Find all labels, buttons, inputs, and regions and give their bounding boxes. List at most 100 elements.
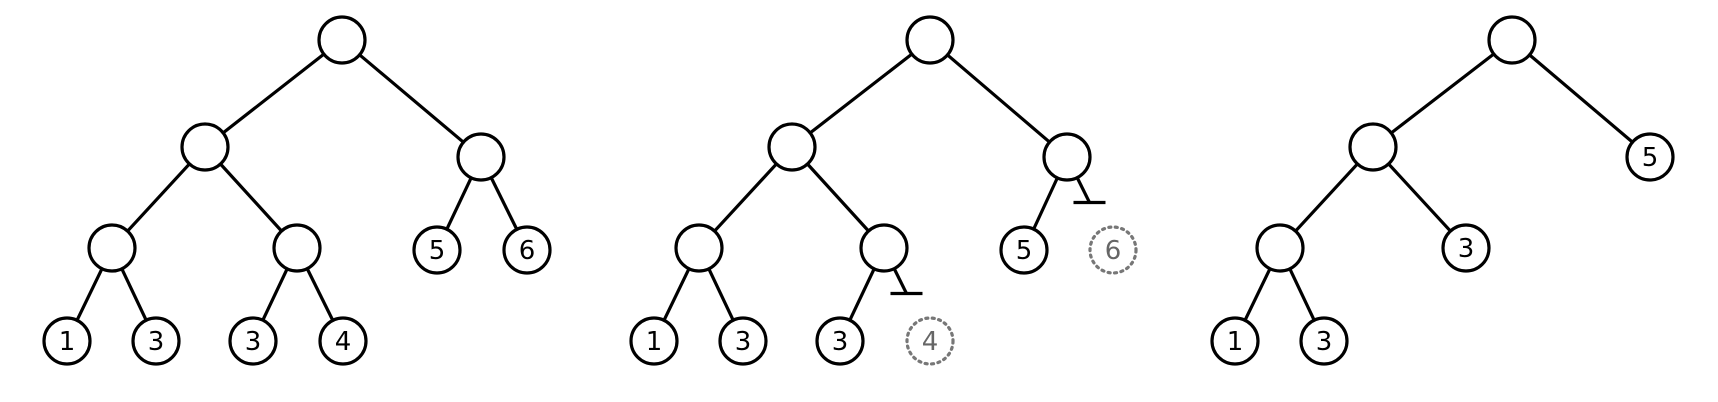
node-circle	[1299, 316, 1349, 366]
leaf-node: 1	[1210, 316, 1260, 366]
edge-r-b	[946, 53, 1051, 144]
internal-node	[180, 122, 230, 172]
edge-a-d	[1387, 162, 1452, 233]
internal-node	[767, 122, 817, 172]
edge-c-g	[662, 268, 691, 321]
edge-d-j	[305, 267, 335, 322]
node-circle	[1348, 122, 1398, 172]
node-circle	[228, 316, 278, 366]
node-circle	[412, 225, 462, 275]
node-label: 3	[1458, 234, 1475, 264]
edge-r-b	[1528, 53, 1634, 144]
edge-a-c	[1294, 162, 1359, 233]
leaf-node: 3	[131, 316, 181, 366]
leaf-node: 6	[502, 225, 552, 275]
leaf-node: 3	[228, 316, 278, 366]
internal-node	[317, 15, 367, 65]
node-label: 3	[245, 327, 262, 357]
edge-a-c	[126, 162, 191, 233]
internal-node	[905, 15, 955, 65]
node-circle	[815, 316, 865, 366]
node-circle	[629, 316, 679, 366]
node-label: 1	[1227, 327, 1244, 357]
node-label: 5	[1642, 143, 1659, 173]
node-label: 4	[922, 327, 939, 357]
leaf-node: 5	[412, 225, 462, 275]
node-circle	[1042, 132, 1092, 182]
internal-node	[456, 132, 506, 182]
node-circle	[502, 225, 552, 275]
node-circle	[1487, 15, 1537, 65]
edge-c-h	[707, 268, 735, 321]
edge-r-b	[358, 53, 465, 144]
node-circle	[999, 225, 1049, 275]
edge-b-f	[489, 176, 519, 231]
node-circle	[318, 316, 368, 366]
node-circle	[272, 223, 322, 273]
leaf-node: 1	[42, 316, 92, 366]
node-label: 3	[735, 327, 752, 357]
tree-pruned: 5 3 1 3	[1210, 15, 1675, 366]
leaf-node: 3	[1299, 316, 1349, 366]
leaf-node: 4	[905, 316, 955, 366]
leaf-node: 1	[629, 316, 679, 366]
leaf-node: 6	[1088, 225, 1138, 275]
edge-a-c	[713, 162, 778, 233]
node-label: 5	[1016, 236, 1033, 266]
node-circle	[180, 122, 230, 172]
node-label: 3	[148, 327, 165, 357]
edge-r-a	[809, 52, 913, 135]
node-label: 1	[646, 327, 663, 357]
leaf-node: 3	[718, 316, 768, 366]
cut-edge-b-f	[1075, 176, 1091, 204]
internal-node	[1255, 223, 1305, 273]
node-label: 3	[1316, 327, 1333, 357]
leaf-node: 4	[318, 316, 368, 366]
edge-r-a	[1390, 52, 1495, 135]
node-circle	[1210, 316, 1260, 366]
node-circle	[42, 316, 92, 366]
node-circle	[674, 223, 724, 273]
node-label: 4	[335, 327, 352, 357]
node-label: 1	[59, 327, 76, 357]
internal-node	[674, 223, 724, 273]
node-circle	[905, 316, 955, 366]
node-circle	[718, 316, 768, 366]
leaf-node: 5	[999, 225, 1049, 275]
node-circle	[1441, 223, 1491, 273]
node-label: 3	[832, 327, 849, 357]
edge-c-h	[1288, 268, 1316, 321]
node-circle	[131, 316, 181, 366]
node-circle	[1255, 223, 1305, 273]
node-circle	[87, 223, 137, 273]
leaf-node: 5	[1625, 132, 1675, 182]
edge-c-g	[75, 268, 104, 321]
leaf-node: 3	[815, 316, 865, 366]
node-circle	[456, 132, 506, 182]
edge-c-h	[120, 268, 148, 321]
node-circle	[317, 15, 367, 65]
internal-node	[1487, 15, 1537, 65]
tree-original: 5 6 1 3 3 4	[42, 15, 552, 366]
edge-b-e	[1032, 177, 1059, 230]
edge-d-i	[848, 268, 876, 321]
internal-node	[1042, 132, 1092, 182]
edge-a-d	[806, 162, 870, 233]
edge-c-g	[1243, 268, 1272, 321]
leaf-node: 3	[1441, 223, 1491, 273]
node-circle	[905, 15, 955, 65]
node-label: 6	[1105, 236, 1122, 266]
edge-r-a	[222, 52, 325, 135]
node-circle	[1088, 225, 1138, 275]
internal-node	[272, 223, 322, 273]
edge-d-i	[261, 268, 289, 321]
tree-pruning: 5 6 1 3 3 4	[629, 15, 1138, 366]
edge-b-e	[445, 177, 473, 230]
edge-a-d	[219, 162, 283, 233]
internal-node	[87, 223, 137, 273]
node-circle	[1625, 132, 1675, 182]
node-circle	[859, 223, 909, 273]
internal-node	[1348, 122, 1398, 172]
node-circle	[767, 122, 817, 172]
node-label: 6	[519, 236, 536, 266]
